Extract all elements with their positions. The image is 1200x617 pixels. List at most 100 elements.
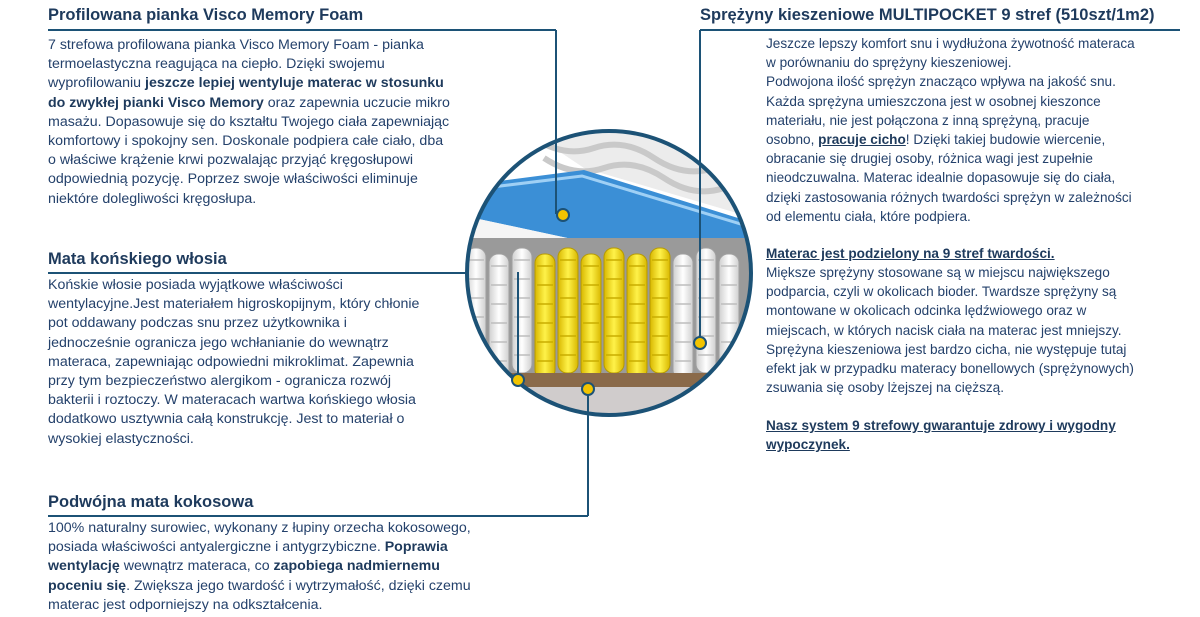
text-line: obracanie się drugiej osoby, różnica wag…: [766, 149, 1186, 168]
text-segment: dodatkowo usztywnia całą konstrukcję. Je…: [48, 411, 405, 428]
text-segment: o właściwe krążenie krwi pozwalając przy…: [48, 152, 414, 169]
text-segment: w porównaniu do sprężyny kieszeniowej.: [766, 55, 1012, 71]
bold-text: do zwykłej pianki Visco Memory: [48, 94, 264, 111]
text-line: nieodczuwalna. Materac idealnie dopasowu…: [766, 168, 1186, 187]
text-segment: przy tym bezpieczeństwo alergikom - ogra…: [48, 373, 391, 390]
text-segment: masażu. Dopasowuje się do kształtu Twoje…: [48, 113, 450, 130]
text-segment: wentylacyjne.Jest materiałem higroskopij…: [48, 296, 420, 313]
text-line: poceniu się. Zwiększa jego twardość i wy…: [48, 577, 538, 596]
text-line: od elementu ciała, które podpiera.: [766, 207, 1186, 226]
text-line: montowane w okolicach odcinka lędźwioweg…: [766, 301, 1186, 320]
text-segment: Każda sprężyna umieszczona jest w osobne…: [766, 93, 1101, 109]
text-line: odpowiednią pozycję. Poprzez swoje właśc…: [48, 170, 518, 189]
mattress-cross-section-illustration: [465, 129, 753, 417]
text-line: Każda sprężyna umieszczona jest w osobne…: [766, 92, 1186, 111]
horsehair-title-rule: [48, 272, 518, 274]
text-line: komfortowy i spokojny sen. Doskonale pod…: [48, 132, 518, 151]
text-segment: dzięki zastosowania różnych twardości sp…: [766, 189, 1132, 205]
guarantee-text: Nasz system 9 strefowy gwarantuje zdrowy…: [766, 416, 1186, 454]
bold-text: poceniu się: [48, 577, 127, 594]
text-segment: podparcia, czyli w okolicach bioder. Twa…: [766, 284, 1117, 300]
underlined-text: wypoczynek.: [766, 437, 850, 453]
text-segment: . Zwiększa jego twardość i wytrzymałość,…: [126, 577, 471, 594]
visco-title: Profilowana pianka Visco Memory Foam: [48, 6, 364, 24]
text-line: wentylację wewnątrz materaca, co zapobie…: [48, 557, 538, 576]
text-line: materiału, nie jest połączona z inną spr…: [766, 111, 1186, 130]
text-line: Podwojona ilość sprężyn znacząco wpływa …: [766, 72, 1186, 91]
text-line: wypoczynek.: [766, 435, 1186, 454]
coconut-title: Podwójna mata kokosowa: [48, 493, 254, 511]
horsehair-text: Końskie włosie posiada wyjątkowe właściw…: [48, 276, 498, 449]
text-segment: materac jest odporniejszy na odkształcen…: [48, 596, 323, 613]
text-segment: wyprofilowaniu: [48, 75, 145, 92]
text-segment: ! Dzięki takiej budowie wiercenie,: [905, 132, 1106, 148]
text-segment: niektóre dolegliwości kręgosłupa.: [48, 190, 257, 207]
bold-text: wentylację: [48, 558, 120, 575]
text-line: podparcia, czyli w okolicach bioder. Twa…: [766, 282, 1186, 301]
text-line: materaca, zapewniając odpowiedni mikrokl…: [48, 353, 498, 372]
text-segment: montowane w okolicach odcinka lędźwioweg…: [766, 303, 1087, 319]
text-segment: materaca, zapewniając odpowiedni mikrokl…: [48, 353, 414, 370]
text-segment: oraz zapewnia uczucie mikro: [263, 94, 450, 111]
text-line: Sprężyna kieszeniowa jest bardzo cicha, …: [766, 340, 1186, 359]
text-line: o właściwe krążenie krwi pozwalając przy…: [48, 151, 518, 170]
text-line: wentylacyjne.Jest materiałem higroskopij…: [48, 295, 498, 314]
springs-title-rule: [700, 29, 1180, 31]
text-segment: wewnątrz materaca, co: [119, 558, 274, 575]
text-segment: 7 strefowa profilowana pianka Visco Memo…: [48, 37, 424, 53]
bold-text: jeszcze lepiej wentyluje materac w stosu…: [145, 75, 444, 92]
zones-heading: Materac jest podzielony na 9 stref tward…: [766, 244, 1186, 263]
bold-text: Poprawia: [384, 539, 448, 556]
springs-title: Sprężyny kieszeniowe MULTIPOCKET 9 stref…: [700, 6, 1155, 24]
text-line: wyprofilowaniu jeszcze lepiej wentyluje …: [48, 74, 518, 93]
text-line: materac jest odporniejszy na odkształcen…: [48, 596, 538, 615]
text-segment: Podwojona ilość sprężyn znacząco wpływa …: [766, 74, 1116, 90]
zones-text: Miększe sprężyny stosowane są w miejscu …: [766, 263, 1186, 397]
text-segment: osobno,: [766, 132, 819, 148]
text-line: wysokiej elastyczności.: [48, 430, 498, 449]
text-segment: komfortowy i spokojny sen. Doskonale pod…: [48, 133, 444, 150]
text-line: efekt jak w przypadku materacy bonellowy…: [766, 359, 1186, 378]
visco-text: 7 strefowa profilowana pianka Visco Memo…: [48, 36, 518, 209]
zones-heading-text: Materac jest podzielony na 9 stref tward…: [766, 246, 1055, 261]
text-segment: zsuwania się osoby lżejszej na cięższą.: [766, 380, 1005, 396]
text-line: termoelastyczna reagująca na ciepło. Dzi…: [48, 55, 518, 74]
underlined-text: pracuje cicho: [818, 132, 906, 148]
text-segment: efekt jak w przypadku materacy bonellowy…: [766, 361, 1134, 377]
text-segment: termoelastyczna reagująca na ciepło. Dzi…: [48, 56, 385, 73]
underlined-text: Nasz system 9 strefowy gwarantuje zdrowy…: [766, 418, 1116, 433]
text-segment: obracanie się drugiej osoby, różnica wag…: [766, 151, 1093, 167]
text-segment: od elementu ciała, które podpiera.: [766, 208, 971, 224]
text-line: miejscach, w których nacisk ciała na mat…: [766, 321, 1186, 340]
text-line: w porównaniu do sprężyny kieszeniowej.: [766, 53, 1186, 72]
text-line: Jeszcze lepszy komfort snu i wydłużona ż…: [766, 34, 1186, 53]
text-segment: nieodczuwalna. Materac idealnie dopasowu…: [766, 170, 1116, 186]
coconut-title-rule: [48, 515, 588, 517]
bold-text: zapobiega nadmiernemu: [273, 558, 440, 575]
text-line: zsuwania się osoby lżejszej na cięższą.: [766, 378, 1186, 397]
text-segment: pot oddawany podczas snu przez użytkowni…: [48, 315, 347, 332]
text-line: Nasz system 9 strefowy gwarantuje zdrowy…: [766, 416, 1186, 435]
visco-title-rule: [48, 29, 556, 31]
text-line: pot oddawany podczas snu przez użytkowni…: [48, 314, 498, 333]
text-segment: wysokiej elastyczności.: [48, 430, 194, 447]
text-line: przy tym bezpieczeństwo alergikom - ogra…: [48, 372, 498, 391]
text-segment: 100% naturalny surowiec, wykonany z łupi…: [48, 520, 471, 536]
text-segment: Sprężyna kieszeniowa jest bardzo cicha, …: [766, 341, 1127, 357]
text-line: jednocześnie ogranicza jego wchłanianie …: [48, 334, 498, 353]
text-line: niektóre dolegliwości kręgosłupa.: [48, 190, 518, 209]
text-line: osobno, pracuje cicho! Dzięki takiej bud…: [766, 130, 1186, 149]
text-segment: bakterii i roztoczy. W materacach wartwa…: [48, 392, 416, 409]
text-line: 7 strefowa profilowana pianka Visco Memo…: [48, 36, 518, 55]
text-segment: Miększe sprężyny stosowane są w miejscu …: [766, 265, 1110, 280]
springs-text: Jeszcze lepszy komfort snu i wydłużona ż…: [766, 34, 1186, 226]
text-line: dzięki zastosowania różnych twardości sp…: [766, 188, 1186, 207]
text-line: 100% naturalny surowiec, wykonany z łupi…: [48, 519, 538, 538]
text-line: Miększe sprężyny stosowane są w miejscu …: [766, 263, 1186, 282]
text-line: Końskie włosie posiada wyjątkowe właściw…: [48, 276, 498, 295]
text-segment: odpowiednią pozycję. Poprzez swoje właśc…: [48, 171, 418, 188]
text-line: dodatkowo usztywnia całą konstrukcję. Je…: [48, 410, 498, 429]
text-segment: jednocześnie ogranicza jego wchłanianie …: [48, 334, 389, 351]
text-segment: Końskie włosie posiada wyjątkowe właściw…: [48, 277, 343, 293]
text-line: do zwykłej pianki Visco Memory oraz zape…: [48, 94, 518, 113]
